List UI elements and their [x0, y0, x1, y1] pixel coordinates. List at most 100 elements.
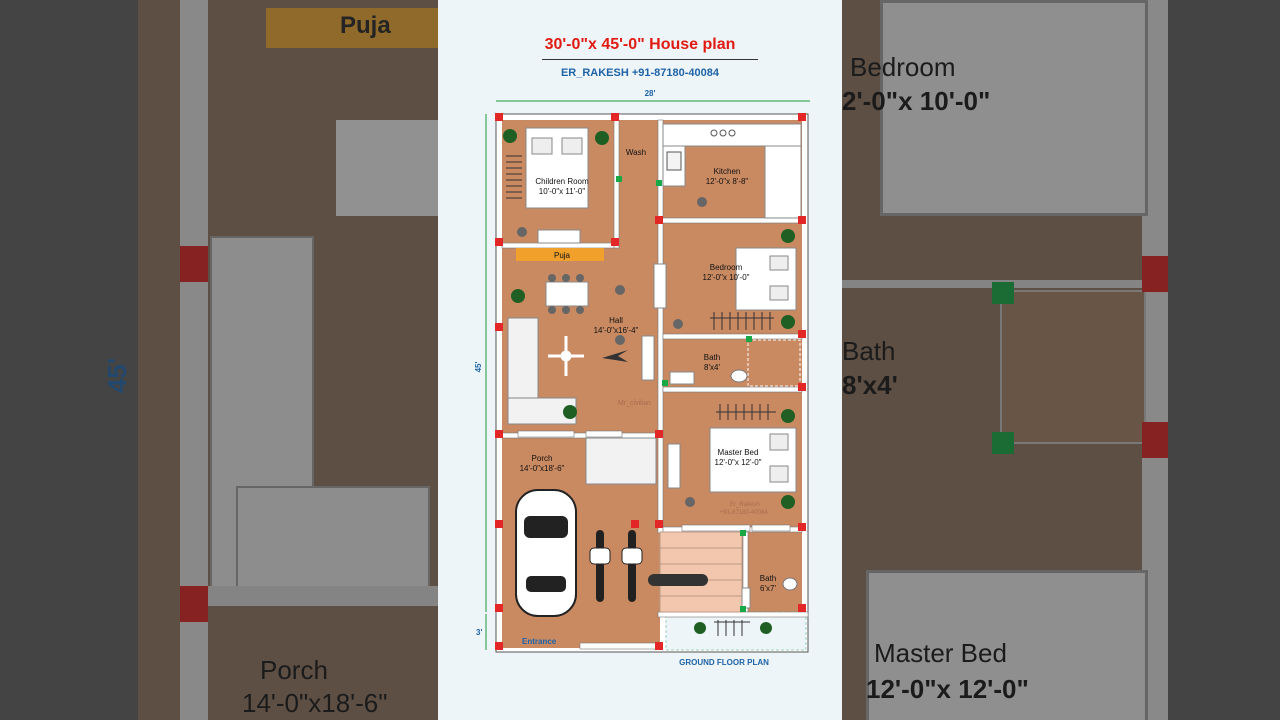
children-room-name: Children Room [535, 177, 589, 186]
front-garden [665, 611, 807, 651]
right-bed-2 [866, 570, 1148, 720]
left-puja-shelf [266, 8, 438, 48]
toilet-icon-2 [782, 577, 798, 591]
plant-icons [503, 129, 795, 634]
wash-name: Wash [626, 148, 646, 157]
right-bed-1 [880, 0, 1148, 216]
right-master-size: 12'-0"x 12'-0" [866, 674, 1029, 704]
height-dim-label: 45' [474, 362, 483, 373]
right-bedroom-label: Bedroom [850, 52, 956, 82]
children-wardrobe [506, 155, 522, 199]
left-dining-table [336, 120, 438, 216]
entrance-floor [502, 612, 660, 648]
hall-cabinet [641, 335, 655, 381]
hall-sofa [507, 317, 577, 425]
porch-sofa [585, 437, 657, 485]
porch-size: 14'-0"x18'-6" [520, 464, 565, 473]
floor-plan: 28' 45' 3' [474, 89, 810, 667]
children-desk [537, 229, 581, 244]
hall-size: 14'-0"x16'-4" [594, 326, 639, 335]
master-wardrobe [667, 443, 681, 489]
room-labels: Children Room 10'-0"x 11'-0" Wash Kitche… [520, 148, 777, 667]
children-bed [525, 127, 589, 244]
dining-table [545, 274, 589, 314]
front-railing [714, 620, 750, 636]
right-column-1 [1142, 256, 1168, 292]
plant-icon [503, 129, 517, 143]
plant-icon [760, 622, 772, 634]
plant-icon [694, 622, 706, 634]
motorbike-icon-1 [589, 530, 611, 602]
chair-icons [517, 197, 707, 507]
kitchen-size: 12'-0"x 8'-8" [706, 177, 749, 186]
right-bedroom-size: 2'-0"x 10'-0" [842, 86, 991, 116]
bath2-size: 6'x7' [760, 584, 776, 593]
bedroom-wardrobe [653, 263, 667, 309]
staircase [648, 531, 743, 613]
kitchen-name: Kitchen [714, 167, 741, 176]
width-dimension: 28' [496, 89, 810, 102]
plant-icon [781, 409, 795, 423]
bedroom-size: 12'-0"x 10'-0" [703, 273, 750, 282]
bath1-size: 8'x4' [704, 363, 720, 372]
columns [495, 113, 806, 650]
bath2-name: Bath [760, 574, 776, 583]
width-dim-label: 28' [645, 89, 656, 98]
left-porch-size: 14'-0"x18'-6" [242, 688, 388, 718]
bath1-name: Bath [704, 353, 720, 362]
right-master-label: Master Bed [874, 638, 1007, 668]
bedroom-name: Bedroom [710, 263, 743, 272]
right-bath-size: 8'x4' [842, 370, 898, 400]
car-icon [515, 489, 577, 617]
plant-icon [563, 405, 577, 419]
bedroom-closet-rail [710, 312, 774, 330]
plant-icon [511, 289, 525, 303]
plant-icon [781, 315, 795, 329]
left-porch-wall [208, 586, 438, 606]
plant-icon [781, 495, 795, 509]
stamp-line1: Er_Rakesh [730, 502, 760, 508]
left-column-2 [180, 586, 208, 622]
porch-name: Porch [532, 454, 553, 463]
front-dim-label: 3' [476, 628, 482, 637]
bath1-fixtures [641, 335, 801, 387]
toilet-icon [730, 369, 748, 383]
right-dim-overlay [842, 0, 1280, 720]
kitchen-counter [662, 123, 802, 219]
right-green-1 [992, 282, 1014, 304]
watermark: Mr_civilian [618, 400, 651, 407]
puja-shelf [516, 248, 604, 261]
door-markers [616, 176, 752, 612]
right-zoomed-background: Bedroom 2'-0"x 10'-0" Bath 8'x4' Master … [842, 0, 1280, 720]
master-bed [667, 427, 797, 493]
plant-icon [781, 229, 795, 243]
entrance-label: Entrance [522, 637, 557, 646]
ground-floor-label: GROUND FLOOR PLAN [679, 658, 769, 667]
height-dimension: 45' 3' [474, 114, 487, 650]
left-porch-label: Porch [260, 655, 328, 685]
title-underline [542, 59, 758, 60]
right-bath-box [1000, 290, 1146, 444]
right-green-2 [992, 432, 1014, 454]
left-outer-strip [0, 0, 138, 720]
plant-icon [595, 131, 609, 145]
master-name: Master Bed [718, 448, 759, 457]
puja-name: Puja [554, 251, 571, 260]
plan-title: 30'-0"x 45'-0" House plan [544, 36, 736, 53]
children-room-size: 10'-0"x 11'-0" [539, 187, 586, 196]
washbasin-icon [669, 371, 695, 385]
right-outer-strip [1168, 0, 1280, 720]
plan-subtitle: ER_RAKESH +91-87180-40084 [560, 67, 720, 79]
left-zoomed-background: Puja 45' Porch 14'-0"x18'-6" [0, 0, 438, 720]
bath2-fixtures [741, 577, 798, 609]
right-column-2 [1142, 422, 1168, 458]
scooter-icon [648, 574, 708, 586]
plan-panel: 30'-0"x 45'-0" House plan ER_RAKESH +91-… [438, 0, 842, 720]
left-dim-overlay [0, 0, 438, 720]
right-bath-label: Bath [842, 336, 896, 366]
left-puja-label: Puja [340, 12, 391, 39]
kitchen-sink-icon [666, 151, 682, 171]
master-size: 12'-0"x 12'-0" [715, 458, 762, 467]
bedroom-bed [653, 247, 797, 311]
stove-burner-icon [710, 129, 718, 137]
